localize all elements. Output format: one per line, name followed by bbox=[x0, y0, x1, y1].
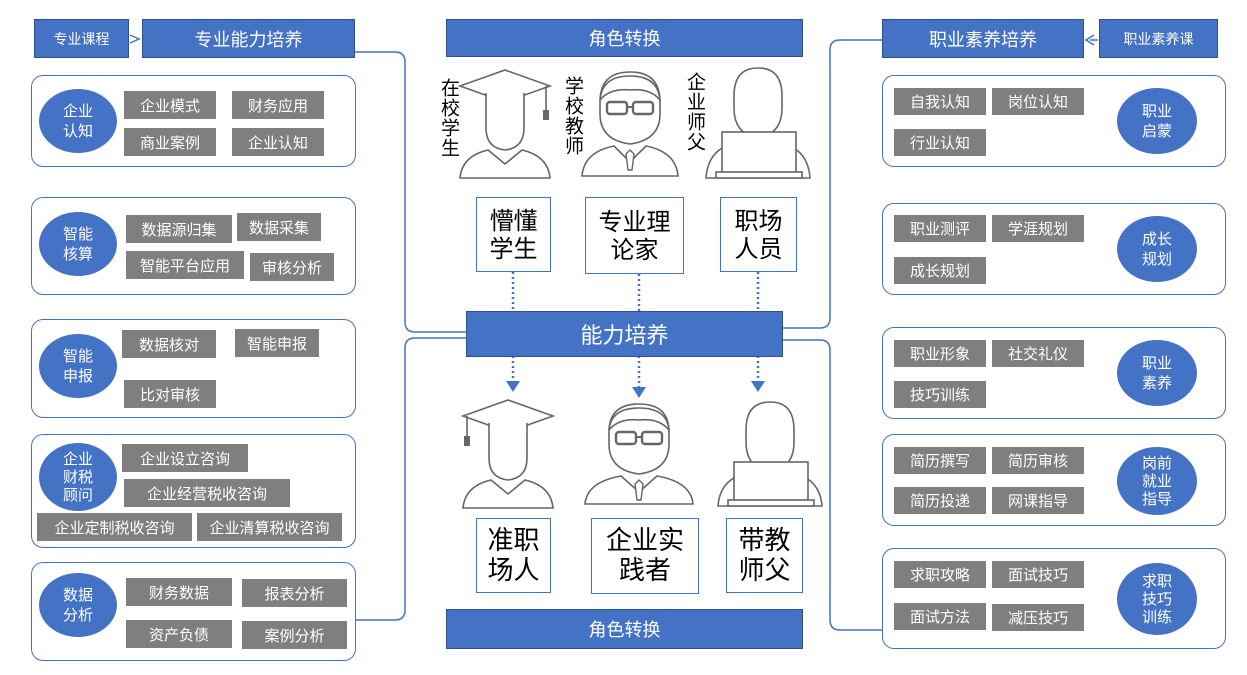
group-title-smart-declaration: 智能申报 bbox=[39, 334, 117, 398]
chip: 企业设立咨询 bbox=[122, 444, 248, 472]
chip: 面试方法 bbox=[894, 603, 986, 630]
label-teacher: 学校教师 bbox=[562, 76, 584, 156]
chip: 简历撰写 bbox=[894, 447, 986, 474]
chip: 面试技巧 bbox=[992, 561, 1084, 588]
label-enterprise-mentor: 企业师父 bbox=[684, 72, 706, 152]
group-title-smart-accounting: 智能核算 bbox=[39, 212, 117, 276]
ability-training-box: 能力培养 bbox=[466, 311, 783, 357]
chip: 岗位认知 bbox=[992, 88, 1084, 115]
group-title-enterprise-cognition: 企业认知 bbox=[39, 89, 117, 153]
chip: 企业经营税收咨询 bbox=[124, 479, 290, 507]
left-panel-2: 智能核算 数据源归集 数据采集 智能平台应用 审核分析 bbox=[31, 197, 356, 295]
chip: 求职攻略 bbox=[894, 561, 986, 588]
chip: 简历审核 bbox=[992, 447, 1084, 474]
chip: 成长规划 bbox=[894, 257, 986, 284]
chip: 案例分析 bbox=[242, 621, 347, 649]
chip: 数据采集 bbox=[237, 213, 321, 241]
chip: 技巧训练 bbox=[894, 381, 986, 408]
label-student: 在校学生 bbox=[438, 78, 460, 158]
left-panel-3: 智能申报 数据核对 智能申报 比对审核 bbox=[31, 319, 356, 418]
mentor-laptop-icon-bottom bbox=[717, 401, 823, 507]
chip: 学涯规划 bbox=[992, 215, 1084, 242]
professional-quality-header: 职业素养培养 bbox=[882, 19, 1084, 58]
left-panel-1: 企业认知 企业模式 财务应用 商业案例 企业认知 bbox=[31, 75, 356, 167]
role-transition-header-bottom: 角色转换 bbox=[446, 609, 803, 649]
professional-course-tag: 专业课程 bbox=[34, 19, 129, 58]
role-box-theorist: 专业理论家 bbox=[585, 197, 684, 274]
chip: 企业定制税收咨询 bbox=[37, 513, 192, 541]
role-box-workplace-person: 职场人员 bbox=[720, 197, 797, 272]
right-panel-3: 职业形象 社交礼仪 技巧训练 职业素养 bbox=[882, 327, 1226, 419]
right-panel-1: 自我认知 岗位认知 行业认知 职业启蒙 bbox=[882, 75, 1226, 167]
teacher-icon bbox=[581, 71, 679, 177]
right-panel-2: 职业测评 学涯规划 成长规划 成长规划 bbox=[882, 203, 1226, 295]
group-title-tax-consultant: 企业财税顾问 bbox=[39, 443, 117, 511]
chip: 商业案例 bbox=[124, 128, 216, 156]
professional-ability-header: 专业能力培养 bbox=[142, 19, 355, 58]
chip: 自我认知 bbox=[894, 88, 986, 115]
role-transition-header-top: 角色转换 bbox=[446, 19, 803, 57]
group-title-growth-planning: 成长规划 bbox=[1117, 216, 1197, 282]
chip: 职业形象 bbox=[894, 340, 986, 367]
chip: 网课指导 bbox=[992, 487, 1084, 514]
group-title-pre-job-guidance: 岗前就业指导 bbox=[1117, 447, 1197, 515]
left-panel-5: 数据分析 财务数据 报表分析 资产负债 案例分析 bbox=[31, 562, 356, 661]
chip: 智能申报 bbox=[235, 329, 319, 357]
left-panel-4: 企业财税顾问 企业设立咨询 企业经营税收咨询 企业定制税收咨询 企业清算税收咨询 bbox=[31, 434, 356, 548]
professional-quality-course-tag: 职业素养课 bbox=[1099, 19, 1218, 58]
mentor-laptop-icon bbox=[705, 67, 811, 179]
group-title-data-analysis: 数据分析 bbox=[39, 573, 117, 637]
right-panel-5: 求职攻略 面试技巧 面试方法 减压技巧 求职技巧训练 bbox=[882, 548, 1226, 649]
chip: 报表分析 bbox=[242, 579, 347, 607]
chip: 企业认知 bbox=[232, 128, 324, 156]
chip: 减压技巧 bbox=[992, 604, 1084, 631]
chip: 企业清算税收咨询 bbox=[197, 513, 342, 541]
student-graduate-icon bbox=[458, 69, 552, 179]
chip: 行业认知 bbox=[894, 129, 986, 156]
chip: 财务数据 bbox=[126, 578, 232, 606]
right-panel-4: 简历撰写 简历审核 简历投递 网课指导 岗前就业指导 bbox=[882, 434, 1226, 526]
role-box-mentor: 带教师父 bbox=[726, 518, 803, 593]
chip: 职业测评 bbox=[894, 215, 986, 242]
group-title-professional-quality: 职业素养 bbox=[1117, 340, 1197, 406]
group-title-career-enlightenment: 职业启蒙 bbox=[1117, 88, 1197, 154]
chip: 智能平台应用 bbox=[126, 251, 244, 279]
chip: 简历投递 bbox=[894, 487, 986, 514]
practitioner-icon bbox=[584, 403, 694, 505]
chip: 企业模式 bbox=[124, 91, 216, 119]
chip: 资产负债 bbox=[126, 620, 232, 648]
chip: 比对审核 bbox=[124, 380, 216, 408]
role-box-naive-student: 懵懂学生 bbox=[476, 197, 551, 272]
group-title-job-hunting-skills: 求职技巧训练 bbox=[1117, 563, 1197, 635]
chip: 社交礼仪 bbox=[992, 340, 1084, 367]
chip: 数据源归集 bbox=[126, 215, 232, 243]
graduate-icon bbox=[461, 399, 555, 509]
chip: 财务应用 bbox=[232, 91, 324, 119]
role-box-enterprise-practitioner: 企业实践者 bbox=[591, 518, 699, 594]
chip: 数据核对 bbox=[122, 330, 216, 358]
role-box-quasi-professional: 准职场人 bbox=[476, 518, 551, 593]
chip: 审核分析 bbox=[250, 253, 334, 281]
